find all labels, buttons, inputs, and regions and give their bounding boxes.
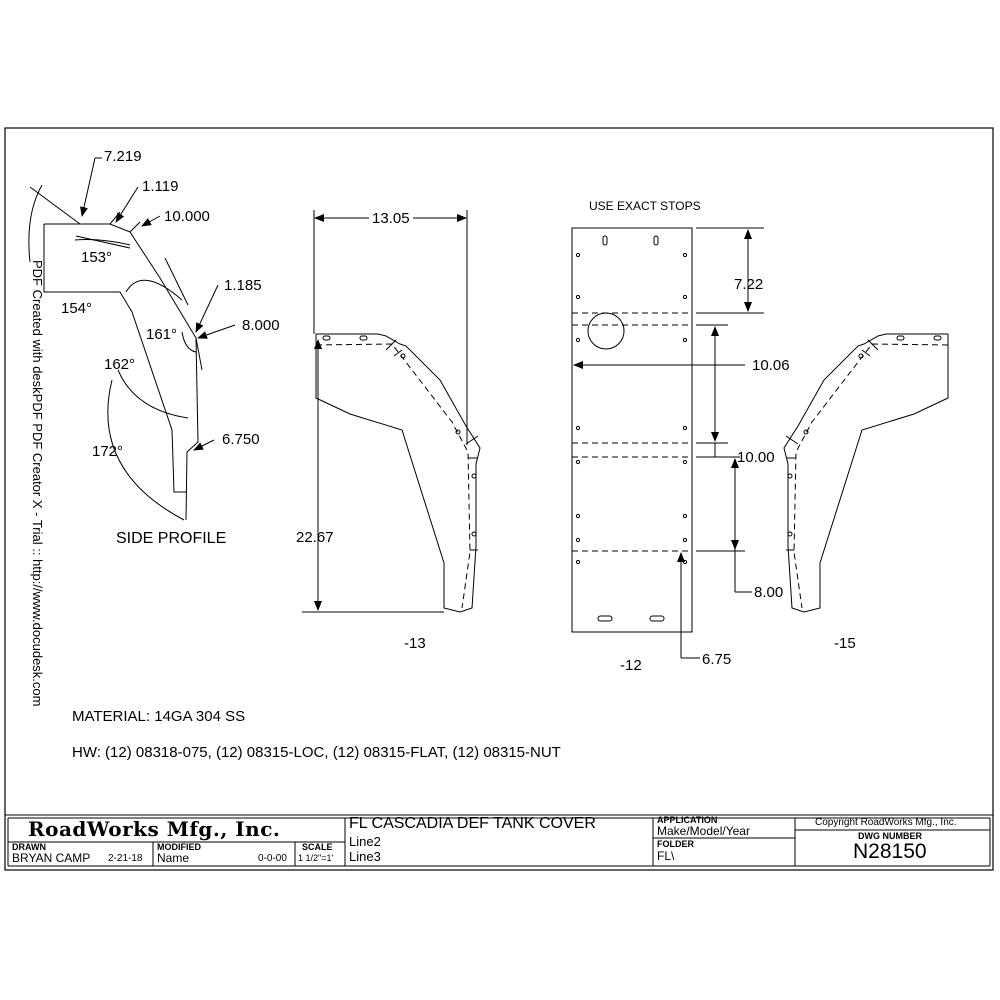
folder-label: FOLDER — [657, 839, 694, 849]
sheet-border — [4, 127, 994, 871]
modified-date: 0-0-00 — [258, 853, 287, 864]
hardware-note: HW: (12) 08318-075, (12) 08315-LOC, (12)… — [72, 744, 561, 761]
view-15-label: -15 — [834, 635, 856, 652]
drawn-by: BRYAN CAMP — [12, 851, 91, 865]
angle-arc-172 — [107, 379, 185, 521]
dim-1-119: 1.119 — [142, 178, 179, 195]
title-block — [5, 814, 993, 867]
dim-6-75: 6.75 — [702, 651, 732, 668]
view-12-label: -12 — [620, 657, 642, 674]
dim-22-67: 22.67 — [296, 529, 334, 546]
dim-7-219: 7.219 — [104, 148, 142, 165]
view-15-outline — [783, 333, 949, 613]
title-line-1: FL CASCADIA DEF TANK COVER — [349, 815, 596, 832]
view-15-drawing — [783, 333, 949, 613]
side-profile-title: SIDE PROFILE — [116, 530, 227, 547]
view-13-drawing — [315, 333, 481, 613]
drawn-label: DRAWN — [12, 842, 46, 852]
side-profile-leaders — [75, 157, 236, 451]
application-value: Make/Model/Year — [657, 824, 750, 838]
company-name: RoadWorks Mfg., Inc. — [28, 817, 281, 841]
dim-8-00: 8.00 — [754, 584, 784, 601]
dim-6-750: 6.750 — [222, 431, 260, 448]
dim-10-00: 10.00 — [737, 449, 775, 466]
folder-value: FL\ — [657, 849, 675, 863]
scale-value: 1 1/2"=1' — [298, 853, 334, 863]
title-line-3: Line3 — [349, 849, 381, 864]
watermark-text: PDF Created with deskPDF PDF Creator X -… — [30, 260, 45, 707]
modified-by: Name — [157, 851, 190, 865]
dim-10-06: 10.06 — [752, 357, 790, 374]
drawn-date: 2-21-18 — [108, 853, 143, 864]
view-13-label: -13 — [404, 635, 426, 652]
dim-10-000: 10.000 — [164, 208, 210, 225]
side-profile-outer-line — [80, 223, 199, 521]
modified-label: MODIFIED — [157, 842, 201, 852]
view-13-outline — [315, 333, 481, 613]
angle-arc-162 — [117, 369, 189, 419]
dim-8-000: 8.000 — [242, 317, 280, 334]
dim-13-05: 13.05 — [369, 210, 413, 227]
use-exact-stops-note: USE EXACT STOPS — [589, 199, 701, 213]
angle-arc-161 — [181, 331, 197, 353]
angle-162: 162° — [104, 356, 136, 373]
material-note: MATERIAL: 14GA 304 SS — [72, 708, 246, 725]
angle-161: 161° — [146, 326, 178, 343]
angle-172: 172° — [92, 443, 124, 460]
angle-arc-154 — [125, 279, 183, 301]
copyright-text: Copyright RoadWorks Mfg., Inc. — [815, 817, 957, 828]
dwg-number-label: DWG NUMBER — [858, 831, 922, 841]
side-profile-inner-line — [43, 224, 186, 493]
view-12-outline — [571, 227, 693, 633]
view-12-drawing — [571, 227, 693, 633]
title-line-2: Line2 — [349, 834, 381, 849]
side-profile-drawing — [28, 184, 203, 521]
angle-arc-153 — [28, 184, 43, 263]
dwg-number: N28150 — [853, 840, 927, 863]
application-label: APPLICATION — [657, 815, 718, 825]
view-12-dimensions — [573, 227, 764, 659]
dim-1-185: 1.185 — [224, 277, 262, 294]
tank-cap-hole — [587, 312, 625, 350]
angle-154: 154° — [61, 300, 93, 317]
angle-153: 153° — [81, 249, 113, 266]
scale-label: SCALE — [302, 842, 333, 852]
view-13-dimensions — [302, 210, 468, 613]
dim-7-22: 7.22 — [734, 276, 764, 293]
